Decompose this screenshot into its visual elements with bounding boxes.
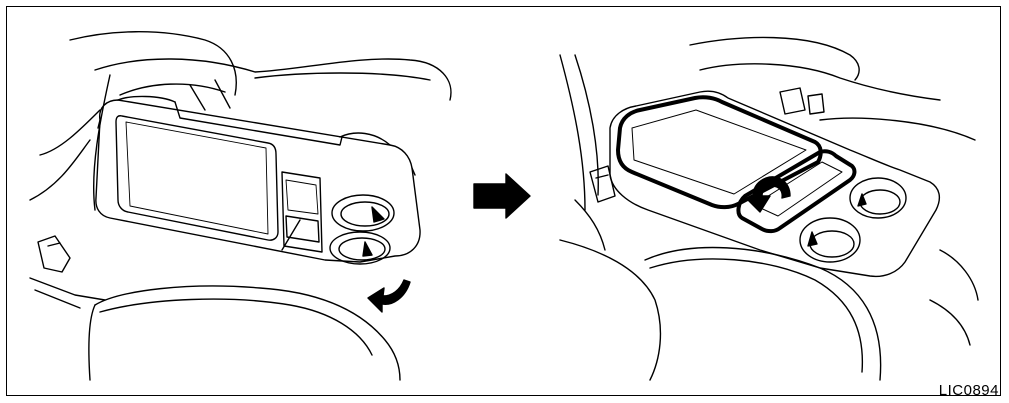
- console-storage-opening: [616, 95, 823, 210]
- left-seat-side: [29, 109, 101, 201]
- armrest-recess: [115, 115, 279, 241]
- left-cup-holder-upper: [331, 194, 395, 232]
- right-seatback: [689, 36, 860, 81]
- right-cup-holder-rear: [849, 177, 907, 219]
- console-small-tray: [736, 149, 857, 234]
- transition-arrow-icon: [473, 173, 531, 219]
- right-pull-arrow: [745, 176, 791, 213]
- right-seat-buckle: [589, 165, 616, 203]
- left-seat-buckle: [37, 235, 71, 273]
- armrest-body: [95, 99, 421, 263]
- right-hinge: [779, 87, 825, 115]
- right-panel-open-armrest: [559, 36, 979, 381]
- left-seatback-top: [94, 58, 452, 101]
- left-panel-closed-armrest: [29, 31, 452, 381]
- armrest-latch: [281, 171, 323, 253]
- right-cup-holder-front: [799, 217, 861, 263]
- left-fold-arrow: [367, 279, 411, 313]
- left-seat-cushion: [94, 285, 401, 381]
- left-seatback: [69, 31, 237, 96]
- right-seat-cushion: [644, 246, 882, 381]
- console-body: [609, 90, 941, 278]
- figure-code: LIC0894: [938, 382, 999, 399]
- left-cup-holder-lower: [329, 231, 391, 265]
